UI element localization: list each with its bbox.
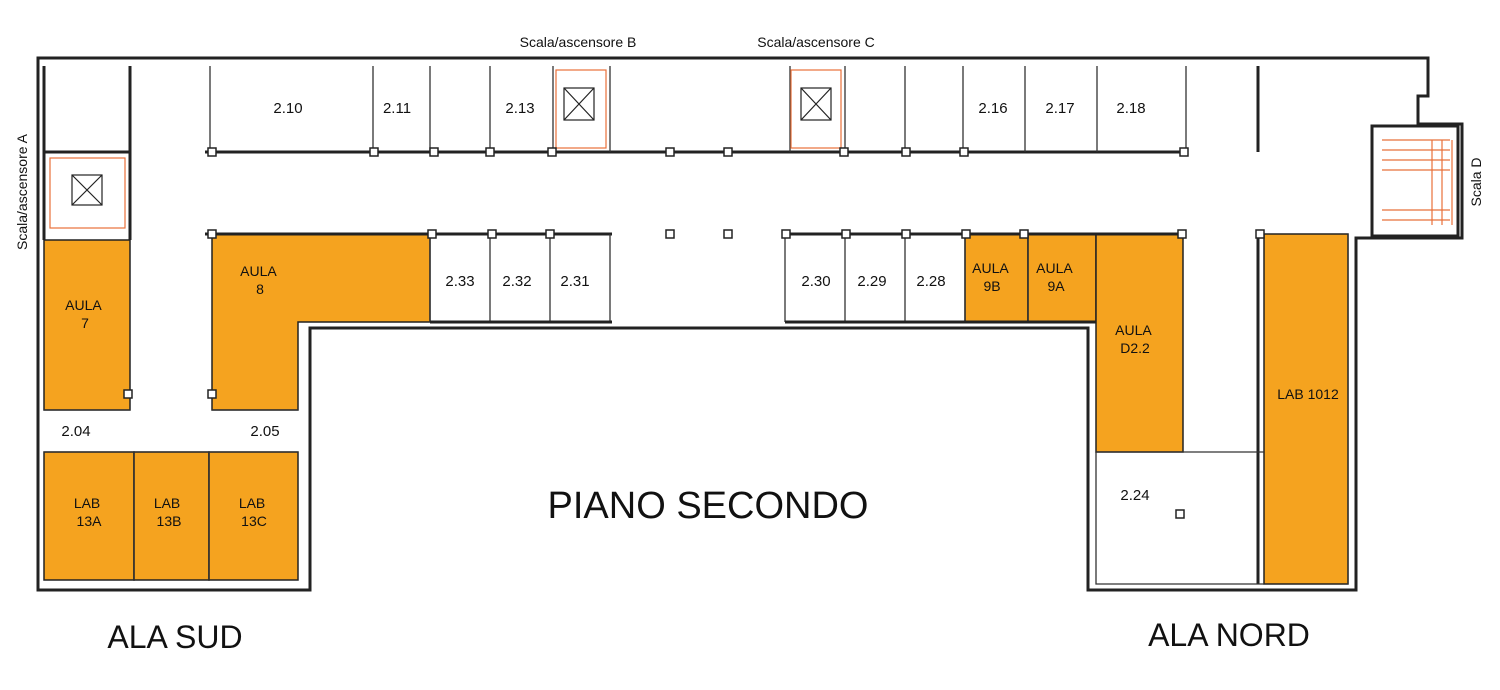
room-2-24[interactable]: 2.24 (1120, 487, 1149, 504)
lab-13b-label: LAB 13B (154, 495, 184, 529)
room-2-04[interactable]: 2.04 (61, 423, 90, 440)
aula-9b-label: AULA 9B (972, 260, 1012, 294)
aula-8-label: AULA 8 (240, 263, 280, 297)
aula-9b-area[interactable] (964, 233, 1029, 323)
stair-c-label: Scala/ascensore C (757, 34, 875, 50)
lab-1012-area[interactable] (1263, 233, 1349, 585)
lab-1012-label: LAB 1012 (1277, 386, 1339, 402)
stair-d-label: Scala D (1468, 157, 1484, 206)
room-2-31[interactable]: 2.31 (560, 273, 589, 290)
aula-9a-label: AULA 9A (1036, 260, 1076, 294)
room-2-28[interactable]: 2.28 (916, 273, 945, 290)
room-2-18[interactable]: 2.18 (1116, 100, 1145, 117)
highlighted-rooms (43, 233, 1349, 585)
room-2-11[interactable]: 2.11 (383, 100, 411, 117)
lab-13c-area[interactable] (208, 451, 299, 581)
building-walls (36, 56, 1464, 592)
room-2-05[interactable]: 2.05 (250, 423, 279, 440)
room-2-32[interactable]: 2.32 (502, 273, 531, 290)
aula-d22-label: AULA D2.2 (1115, 322, 1155, 356)
pillars (123, 147, 1265, 519)
lab-13a-area[interactable] (43, 451, 135, 581)
room-2-33[interactable]: 2.33 (445, 273, 474, 290)
lab-13a-label: LAB 13A (74, 495, 104, 529)
room-2-17[interactable]: 2.17 (1045, 100, 1074, 117)
stair-a-label: Scala/ascensore A (14, 133, 30, 250)
aula-7-label: AULA 7 (65, 297, 105, 331)
wing-south-label: ALA SUD (107, 619, 242, 655)
room-2-13[interactable]: 2.13 (505, 100, 534, 117)
lab-13c-label: LAB 13C (239, 495, 269, 529)
room-2-29[interactable]: 2.29 (857, 273, 886, 290)
wing-north-label: ALA NORD (1148, 617, 1310, 653)
stair-b-label: Scala/ascensore B (520, 34, 637, 50)
room-2-16[interactable]: 2.16 (978, 100, 1007, 117)
room-2-30[interactable]: 2.30 (801, 273, 830, 290)
aula-8-area[interactable] (211, 233, 431, 411)
room-2-10[interactable]: 2.10 (273, 100, 302, 117)
floor-title: PIANO SECONDO (548, 485, 869, 527)
aula-7-area[interactable] (43, 239, 131, 411)
stairwells (49, 69, 1453, 229)
